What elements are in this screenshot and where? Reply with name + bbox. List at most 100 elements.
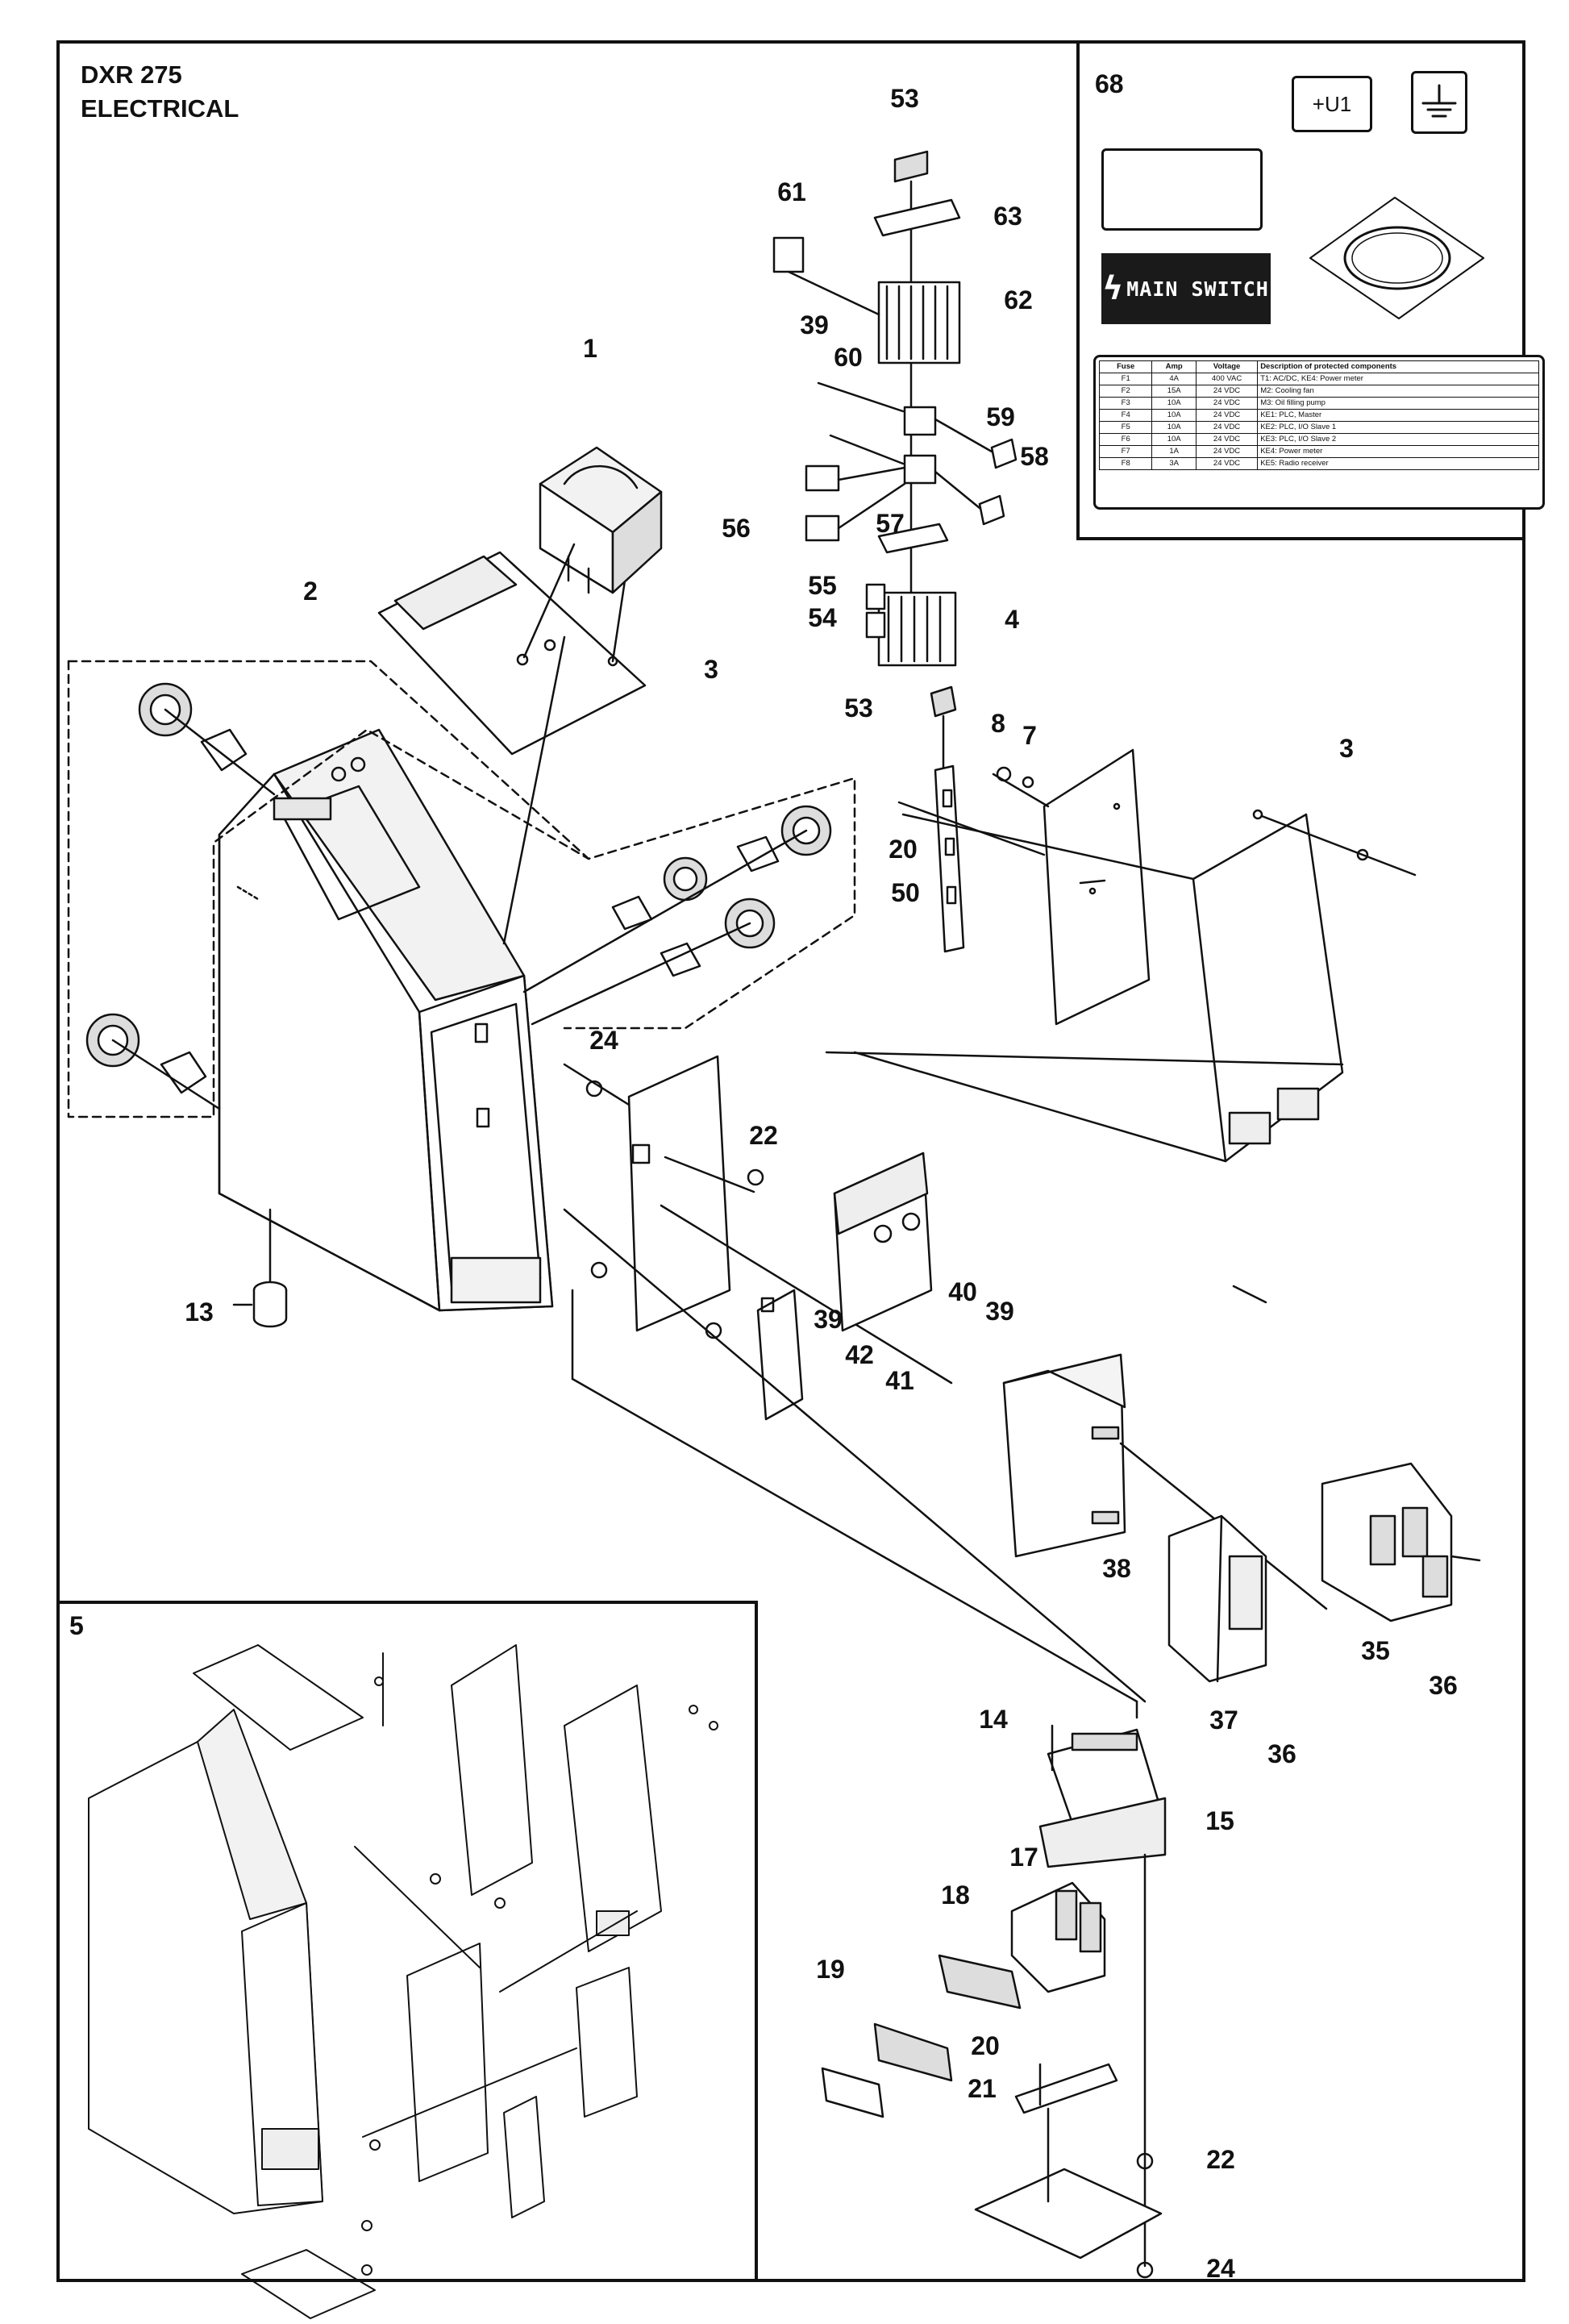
gland-group-outline-right xyxy=(67,660,856,1030)
header-description: Description of protected components xyxy=(1257,360,1539,373)
base-plate-lower xyxy=(974,2107,1163,2279)
part-label: 1 xyxy=(583,334,597,363)
cell-amp: 15A xyxy=(1151,385,1197,398)
cell-description: KE4: Power meter xyxy=(1257,445,1539,458)
cell-voltage: 400 VAC xyxy=(1195,373,1259,385)
page-title: DXR 275 ELECTRICAL xyxy=(81,58,239,126)
cell-amp: 10A xyxy=(1151,397,1197,410)
fuse-table: Fuse Amp Voltage Description of protecte… xyxy=(1098,360,1539,470)
part-label: 3 xyxy=(1339,734,1354,763)
part-label: 53 xyxy=(844,693,873,723)
cell-amp: 4A xyxy=(1151,373,1197,385)
cell-fuse: F2 xyxy=(1098,385,1153,398)
part-label: 56 xyxy=(722,514,751,543)
cell-voltage: 24 VDC xyxy=(1195,421,1259,434)
part-label: 60 xyxy=(834,343,863,372)
round-seal-icon xyxy=(1309,197,1484,319)
part-label: 58 xyxy=(1020,442,1049,471)
part-label: 53 xyxy=(890,84,919,113)
part-label: 8 xyxy=(991,709,1005,738)
part-label: 17 xyxy=(1009,1843,1038,1872)
inset-5-drawing xyxy=(88,1644,718,2319)
lid-plate xyxy=(377,551,647,945)
part-label: 39 xyxy=(985,1297,1014,1326)
contactor-35 xyxy=(1321,1462,1481,1622)
part-label: 20 xyxy=(889,835,918,864)
cell-voltage: 24 VDC xyxy=(1195,433,1259,446)
side-bracket xyxy=(756,1289,804,1421)
part-label: 18 xyxy=(941,1880,970,1910)
part-label: 15 xyxy=(1205,1806,1234,1835)
part-label: 38 xyxy=(1102,1554,1131,1583)
part-label: 2 xyxy=(303,577,318,606)
lightning-icon: ϟ xyxy=(1103,270,1124,307)
cable-glands-right xyxy=(522,805,832,1026)
cell-amp: 10A xyxy=(1151,433,1197,446)
cell-voltage: 24 VDC xyxy=(1195,397,1259,410)
cell-fuse: F5 xyxy=(1098,421,1153,434)
terminal-blocks-18-19 xyxy=(821,1954,1022,2118)
part-label: 39 xyxy=(800,310,829,339)
part-label: 19 xyxy=(816,1955,845,1984)
part-label: 61 xyxy=(777,177,806,206)
cell-fuse: F1 xyxy=(1098,373,1153,385)
contactor-37 xyxy=(1167,1285,1267,1683)
cell-fuse: F3 xyxy=(1098,397,1153,410)
mounting-panel-back xyxy=(1043,748,1151,1026)
leader-line-diag xyxy=(563,1208,1147,1703)
cell-description: M2: Cooling fan xyxy=(1257,385,1539,398)
din-rail-21 xyxy=(1014,2063,1118,2114)
cell-description: KE5: Radio receiver xyxy=(1257,457,1539,470)
part-label: 62 xyxy=(1004,285,1033,314)
fuse-table-header: Fuse Amp Voltage Description of protecte… xyxy=(1098,360,1539,373)
cell-amp: 10A xyxy=(1151,421,1197,434)
part-label: 63 xyxy=(993,202,1022,231)
cable-glands-left xyxy=(85,682,276,1110)
part-label: 35 xyxy=(1361,1636,1390,1665)
cell-description: T1: AC/DC, KE4: Power meter xyxy=(1257,373,1539,385)
part-label: 41 xyxy=(885,1366,914,1395)
header-amp: Amp xyxy=(1151,360,1197,373)
part-label: 20 xyxy=(971,2031,1000,2060)
part-label: 37 xyxy=(1209,1706,1238,1735)
main-switch-text: MAIN SWITCH xyxy=(1126,277,1269,301)
part-label: 36 xyxy=(1429,1671,1458,1700)
section-name: ELECTRICAL xyxy=(81,94,239,123)
inset-68-number: 68 xyxy=(1095,69,1124,98)
cell-voltage: 24 VDC xyxy=(1195,445,1259,458)
drawing-frame xyxy=(56,40,1525,2282)
cell-description: KE1: PLC, Master xyxy=(1257,409,1539,422)
cell-description: M3: Oil filling pump xyxy=(1257,397,1539,410)
main-switch-sign: ϟ MAIN SWITCH xyxy=(1101,253,1271,324)
part-label: 7 xyxy=(1022,721,1037,750)
inset-5-frame xyxy=(56,1601,758,2282)
cell-description: KE2: PLC, I/O Slave 1 xyxy=(1257,421,1539,434)
cell-fuse: F6 xyxy=(1098,433,1153,446)
part-label: 24 xyxy=(1206,2254,1235,2283)
breaker-module xyxy=(833,1152,933,1332)
inset-5-number: 5 xyxy=(69,1611,84,1640)
part-label: 14 xyxy=(979,1705,1008,1734)
part-label: 42 xyxy=(845,1340,874,1369)
part-label: 57 xyxy=(876,509,905,538)
cell-voltage: 24 VDC xyxy=(1195,457,1259,470)
part-label: 21 xyxy=(968,2074,997,2103)
cell-fuse: F7 xyxy=(1098,445,1153,458)
part-label: 24 xyxy=(589,1026,618,1055)
cell-amp: 10A xyxy=(1151,409,1197,422)
fuse-table-label: Fuse Amp Voltage Description of protecte… xyxy=(1093,355,1545,510)
warning-label-box xyxy=(1101,148,1263,231)
part-label: 22 xyxy=(749,1121,778,1150)
cell-voltage: 24 VDC xyxy=(1195,409,1259,422)
relay-module-15 xyxy=(1038,1724,1167,1868)
enclosure-door xyxy=(825,809,1417,1163)
